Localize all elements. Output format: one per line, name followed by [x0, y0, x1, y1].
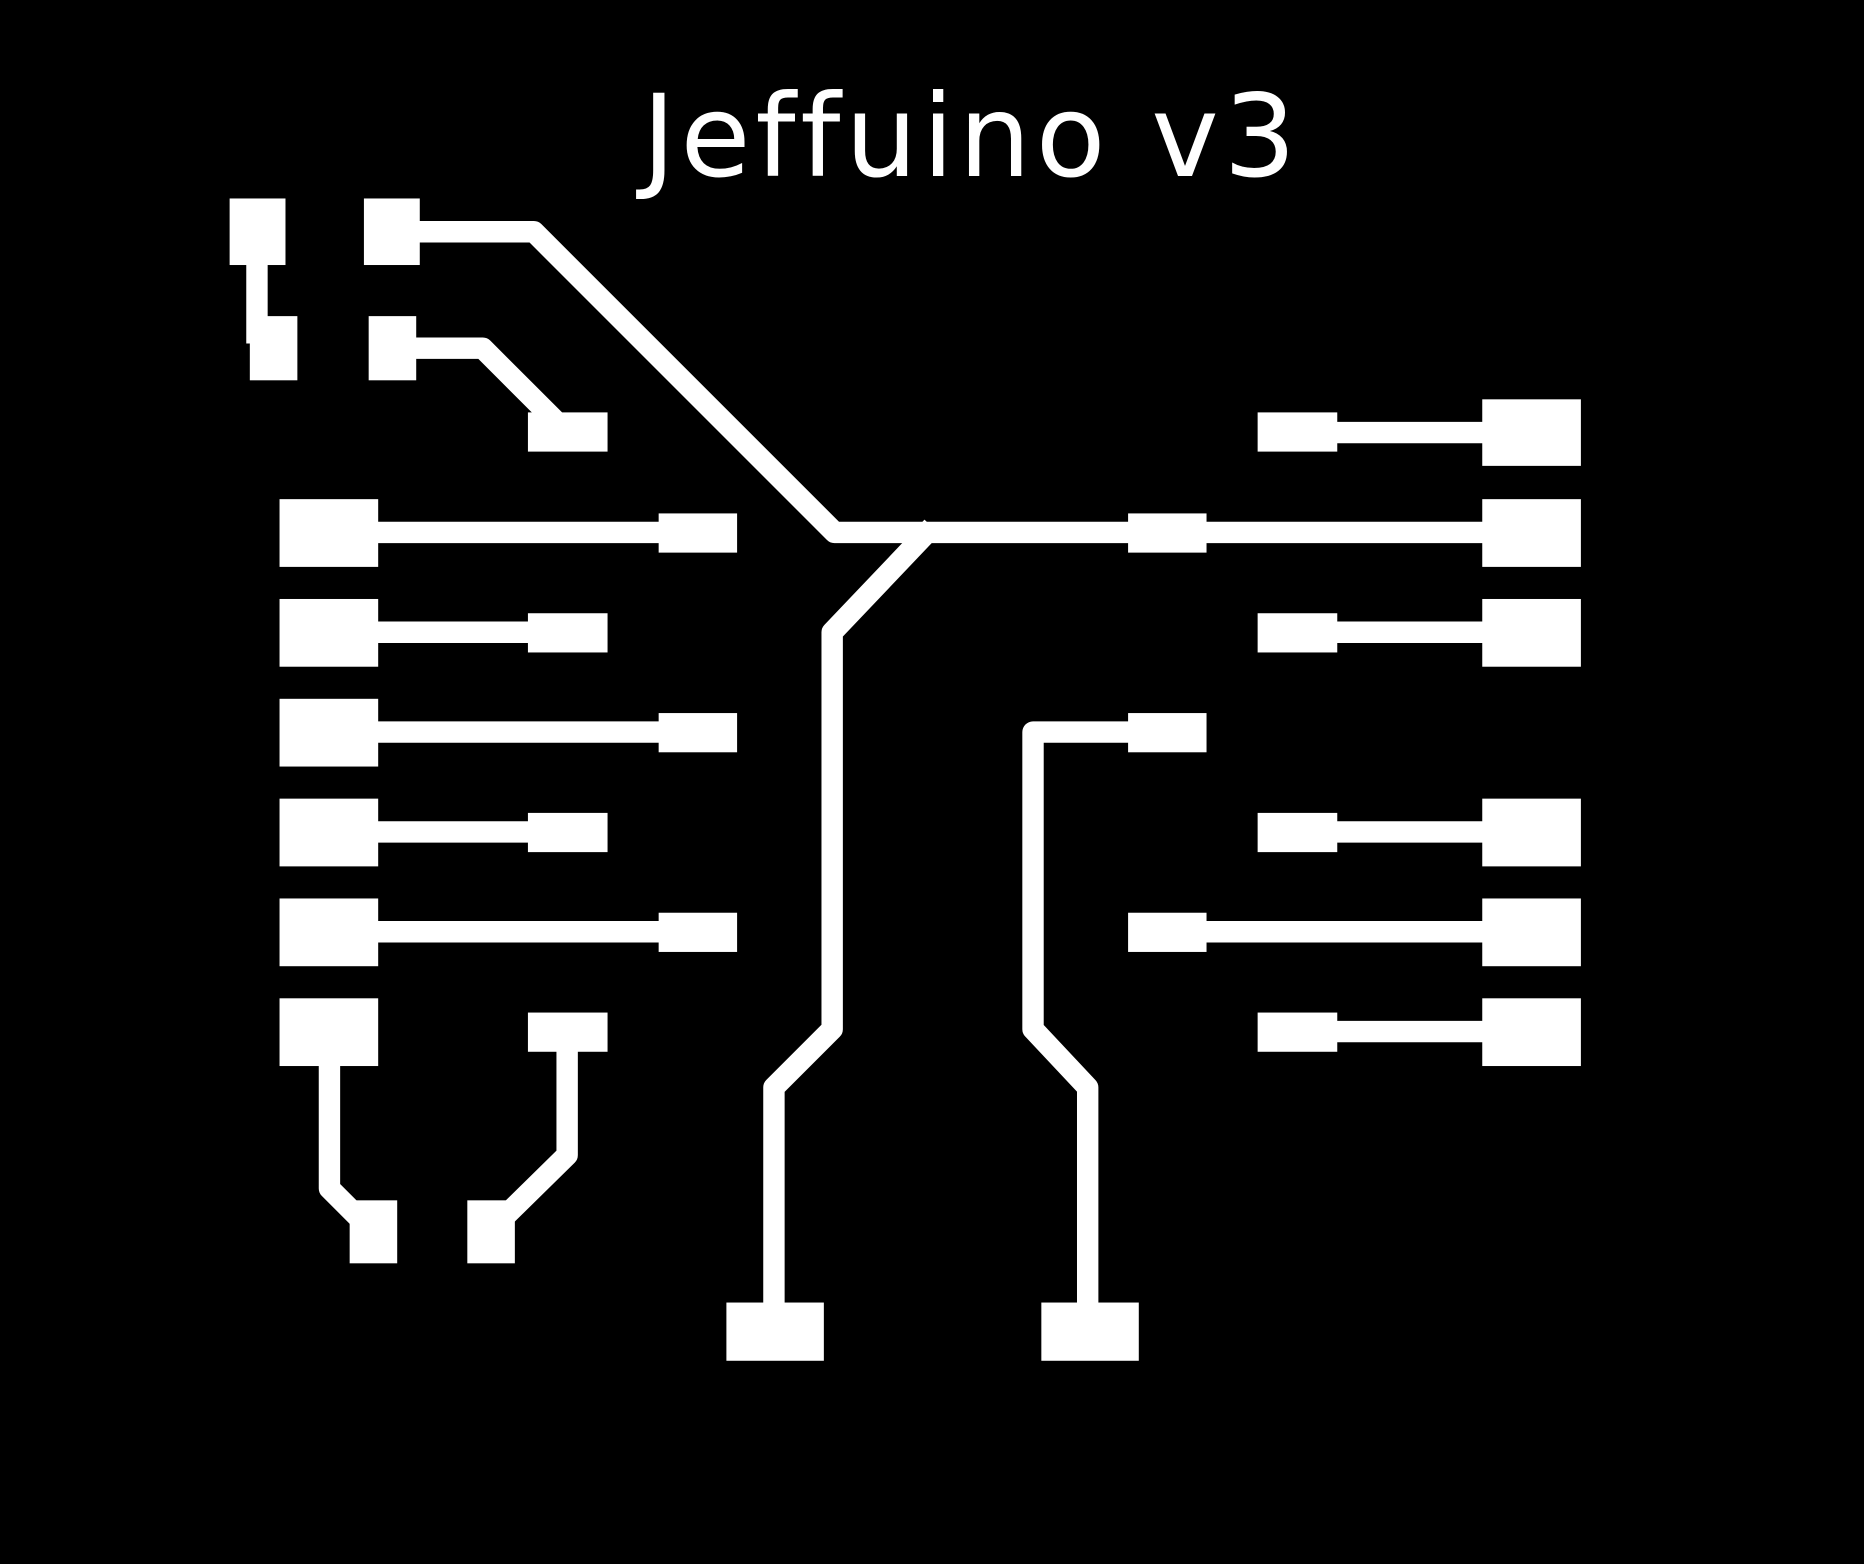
smd-pad	[1482, 399, 1581, 466]
smd-pad	[1482, 499, 1581, 567]
smd-pad	[658, 912, 738, 952]
smd-pad	[349, 1200, 398, 1264]
smd-pad	[527, 812, 608, 853]
smd-pad	[1482, 598, 1581, 667]
smd-pad	[1482, 798, 1581, 867]
smd-pad	[1482, 898, 1581, 967]
smd-pad	[279, 798, 379, 867]
smd-pad	[527, 1012, 608, 1052]
smd-pad	[658, 513, 738, 553]
smd-pad	[368, 316, 417, 381]
smd-pad	[1257, 1012, 1338, 1052]
copper-trace	[763, 519, 940, 1314]
smd-pad	[1128, 713, 1207, 753]
smd-pad	[1128, 912, 1207, 952]
smd-pad	[1041, 1302, 1139, 1361]
smd-pad	[279, 998, 379, 1067]
smd-pad	[1128, 513, 1207, 553]
smd-pad	[279, 598, 379, 667]
smd-pad	[467, 1200, 515, 1264]
smd-pad	[1257, 812, 1338, 853]
copper-trace	[484, 1041, 578, 1237]
smd-pad	[279, 698, 379, 767]
copper-trace	[1022, 721, 1139, 1314]
smd-pad	[279, 499, 379, 567]
traces	[246, 221, 1493, 1314]
smd-pad	[249, 316, 298, 381]
board-title: Jeffuino v3	[636, 70, 1301, 203]
smd-pad	[229, 198, 286, 266]
smd-pad	[658, 713, 738, 753]
smd-pad	[1257, 613, 1338, 653]
smd-pad	[527, 613, 608, 653]
smd-pad	[527, 412, 608, 452]
smd-pad	[363, 198, 420, 266]
copper-trace	[405, 337, 574, 440]
smd-pad	[1482, 998, 1581, 1067]
smd-pad	[1257, 412, 1338, 452]
smd-pad	[279, 898, 379, 967]
smd-pad	[726, 1302, 824, 1361]
pads	[229, 198, 1581, 1361]
